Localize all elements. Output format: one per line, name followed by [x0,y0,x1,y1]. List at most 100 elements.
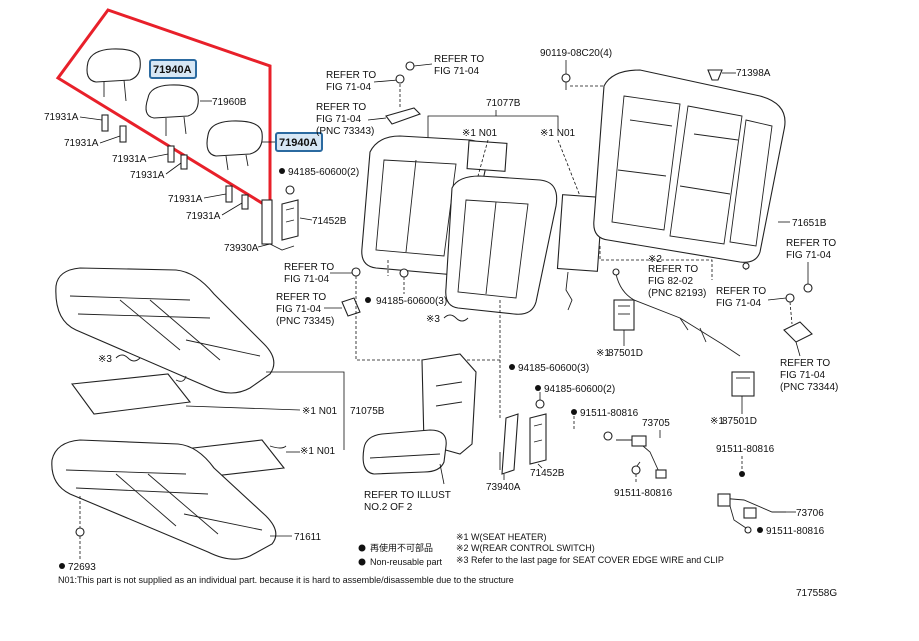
part-box-71940A-top[interactable] [149,59,197,79]
part-label-72693[interactable]: 72693 [68,562,96,573]
bracket-73345[interactable] [341,297,361,317]
bolt-91511-d[interactable] [744,526,752,534]
part-label-71398A[interactable]: 71398A [736,68,771,79]
seatback-frame-71651B[interactable] [593,69,786,263]
refer-fig-71-04-pnc-73345-line-1[interactable]: REFER TO [276,292,326,303]
harness-73705[interactable] [616,435,667,479]
headrest-3[interactable] [206,120,263,171]
refer-fig-71-04-pnc-73344[interactable]: REFER TO FIG 71-04 (PNC 73344) [780,358,838,393]
refer-fig-71-04-a[interactable]: REFER TO FIG 71-04 [326,70,376,93]
part-label-73706[interactable]: 73706 [796,508,824,519]
refer-fig-71-04-pnc-73344-line-3[interactable]: (PNC 73344) [780,382,838,393]
refer-fig-71-04-c-line-3[interactable]: FIG 71-04 [284,274,329,285]
refer-fig-71-04-e-line-3[interactable]: FIG 71-04 [716,298,761,309]
bracket-71452B-right[interactable] [529,413,547,465]
bolt-94185-mid[interactable] [399,268,409,278]
refer-fig-71-04-c[interactable]: REFER TO FIG 71-04 [284,262,334,285]
part-label-71931A-3[interactable]: 71931A [112,154,147,165]
seat-cushion-upper[interactable] [55,267,275,394]
part-label-73940A[interactable]: 73940A [486,482,521,493]
cover-73930A[interactable] [261,199,295,251]
refer-illust-no2-line-1[interactable]: REFER TO ILLUST [364,490,451,501]
bolt-91511-b[interactable] [631,465,641,475]
headrest-2[interactable] [145,84,199,136]
marker-s1-87501D-lower[interactable]: ※1 [710,416,724,427]
refer-fig-71-04-pnc-73344-line-1[interactable]: REFER TO [780,358,830,369]
refer-fig-71-04-pnc-73344-line-2[interactable]: FIG 71-04 [780,370,825,381]
headrest-supports[interactable] [101,114,249,210]
bracket-73343[interactable] [385,107,422,125]
part-label-71651B[interactable]: 71651B [792,218,827,229]
refer-fig-82-02-pnc-82193-line-1[interactable]: FIG 82-02 [648,276,693,287]
part-label-94185-2-top[interactable]: 94185-60600(2) [288,167,359,178]
refer-fig-71-04-c-line-2[interactable]: REFER TO [284,262,334,273]
marker-s1-87501D-upper[interactable]: ※1 [596,348,610,359]
marker-n01-c[interactable]: ※1 N01 [302,406,338,417]
armrest-assembly[interactable] [362,353,477,475]
heater-pad-a[interactable] [466,140,508,172]
part-label-71931A-2[interactable]: 71931A [64,138,99,149]
bracket-71452B-left[interactable] [281,199,299,241]
switch-87501D-upper[interactable] [613,299,635,331]
marker-n01-b[interactable]: ※1 N01 [540,128,576,139]
clip-71398A[interactable] [707,69,723,81]
clip-bottom-71651B[interactable] [742,262,750,270]
marker-s2[interactable]: ※2 [648,254,662,265]
part-label-71940A-top[interactable]: 71940A [153,64,192,76]
refer-fig-71-04-pnc-73345-line-2[interactable]: FIG 71-04 [276,304,321,315]
clip-mid-a[interactable] [351,267,361,277]
refer-fig-71-04-pnc-73345-line-3[interactable]: (PNC 73345) [276,316,334,327]
refer-fig-71-04-e[interactable]: REFER TO FIG 71-04 [716,286,766,309]
clip-right-a[interactable] [803,283,813,293]
refer-fig-82-02-pnc-82193[interactable]: REFER TO FIG 82-02 (PNC 82193) [648,264,706,299]
refer-fig-71-04-e-line-2[interactable]: REFER TO [716,286,766,297]
part-label-71452B-right[interactable]: 71452B [530,468,565,479]
part-label-71960B[interactable]: 71960B [212,97,247,108]
seatback-center[interactable] [445,175,558,315]
part-label-71931A-5[interactable]: 71931A [168,194,203,205]
refer-fig-71-04-a-line-2[interactable]: FIG 71-04 [326,82,371,93]
marker-s3-a[interactable]: ※3 [426,314,440,325]
refer-fig-71-04-d-line-3[interactable]: REFER TO [786,238,836,249]
part-label-91511-a[interactable]: 91511-80816 [580,408,639,419]
clip-right-b[interactable] [785,293,795,303]
part-label-71931A-4[interactable]: 71931A [130,170,165,181]
refer-fig-71-04-b[interactable]: REFER TO FIG 71-04 [434,54,484,77]
part-label-91511-c[interactable]: 91511-80816 [716,444,775,455]
marker-n01-a[interactable]: ※1 N01 [462,128,498,139]
refer-fig-82-02-pnc-82193-line-2[interactable]: (PNC 82193) [648,288,706,299]
bolt-90119[interactable] [561,73,571,90]
part-label-71611[interactable]: 71611 [294,532,322,543]
part-label-73930A[interactable]: 73930A [224,243,259,254]
part-label-73705[interactable]: 73705 [642,418,670,429]
part-label-94185-3-lower[interactable]: 94185-60600(3) [518,363,589,374]
part-box-71940A-bottom[interactable] [275,132,323,152]
part-label-71931A-6[interactable]: 71931A [186,211,221,222]
clip-top-b[interactable] [395,74,405,84]
seat-cushion-lower-71611[interactable] [51,439,277,560]
heater-wire-b[interactable] [565,271,573,311]
part-label-71940A-bottom[interactable]: 71940A [279,137,318,149]
part-label-91511-b[interactable]: 91511-80816 [614,488,673,499]
refer-fig-71-04-pnc-73345[interactable]: REFER TO FIG 71-04 (PNC 73345) [276,292,334,327]
part-label-71452B-left[interactable]: 71452B [312,216,347,227]
refer-fig-71-04-pnc-73343[interactable]: REFER TO FIG 71-04 (PNC 73343) [316,102,374,137]
bracket-73344[interactable] [783,321,813,343]
heater-pad-cushion-upper[interactable] [70,373,192,415]
part-label-87501D-upper[interactable]: 87501D [608,348,643,359]
headrest-1[interactable] [86,48,141,102]
edge-clip-a[interactable] [443,314,469,322]
cover-73940A[interactable] [499,413,519,475]
refer-fig-71-04-pnc-73343-line-1[interactable]: (PNC 73343) [316,126,374,137]
refer-fig-71-04-b-line-1[interactable]: FIG 71-04 [434,66,479,77]
switch-87501D-lower[interactable] [731,371,755,397]
refer-fig-71-04-a-line-1[interactable]: REFER TO [326,70,376,81]
marker-s3-b[interactable]: ※3 [98,354,112,365]
refer-fig-71-04-pnc-73343-line-3[interactable]: FIG 71-04 [316,114,361,125]
part-label-71931A-1[interactable]: 71931A [44,112,79,123]
part-label-71075B[interactable]: 71075B [350,406,385,417]
bolt-94185-lower[interactable] [535,399,545,409]
bolt-94185-top[interactable] [285,185,295,195]
part-label-94185-2-lower[interactable]: 94185-60600(2) [544,384,615,395]
part-label-87501D-lower[interactable]: 87501D [722,416,757,427]
